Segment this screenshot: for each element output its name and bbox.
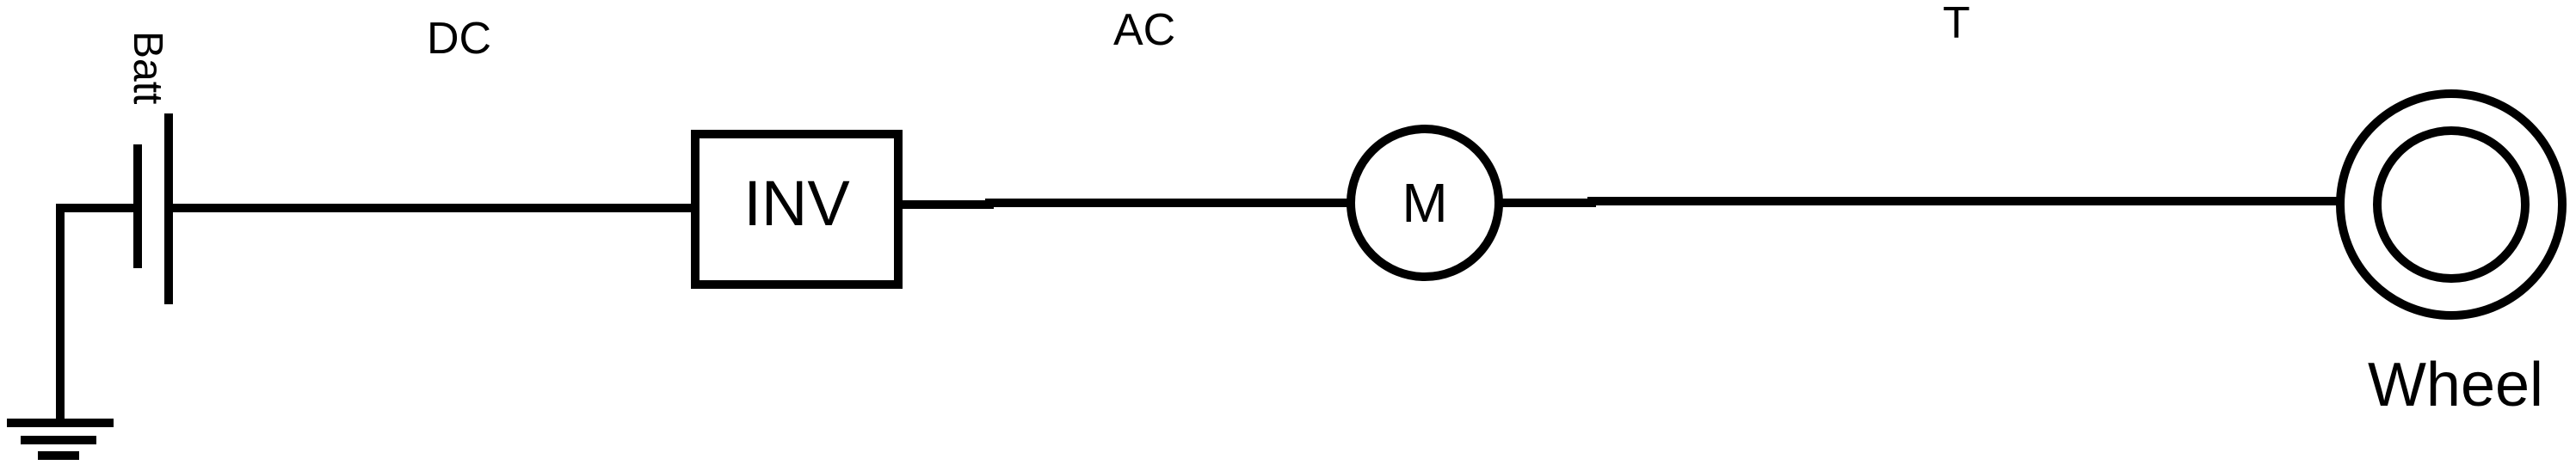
ac-wire [898,199,1351,209]
inverter-label: INV [743,168,850,239]
wheel-symbol [2336,89,2567,320]
battery-symbol [56,113,173,304]
torque-label: T [1943,0,1970,48]
dc-label: DC [427,14,491,64]
wheel-label: Wheel [2368,351,2543,419]
torque-shaft [1499,197,2344,207]
motor-label: M [1402,172,1447,234]
inverter-box [691,130,903,289]
battery-label: Batt [125,31,170,104]
ac-label: AC [1113,5,1175,55]
ground-symbol [7,208,114,460]
